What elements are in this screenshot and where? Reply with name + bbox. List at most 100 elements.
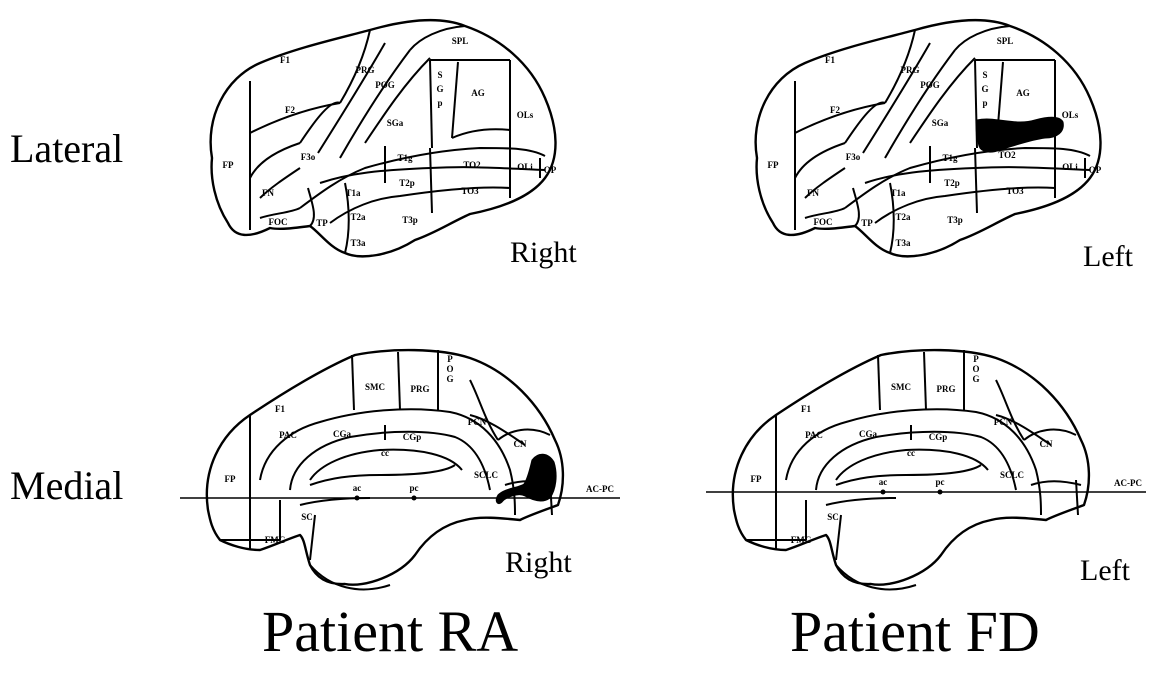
region-label: OP	[1089, 165, 1102, 175]
region-label: PRG	[356, 65, 375, 75]
region-label: p	[437, 98, 442, 108]
region-label: FN	[262, 188, 274, 198]
region-label: T3a	[895, 238, 911, 248]
region-label: FOC	[269, 217, 288, 227]
region-label: FP	[751, 474, 762, 484]
region-label: G	[446, 374, 453, 384]
region-label: ac	[879, 477, 888, 487]
region-label: TO3	[461, 186, 479, 196]
region-label: FP	[225, 474, 236, 484]
side-label-fd-medial: Left	[1080, 554, 1130, 588]
region-label: T2a	[895, 212, 911, 222]
region-label: TO2	[463, 160, 481, 170]
side-label-ra-lateral: Right	[510, 236, 577, 270]
region-label: FMC	[791, 535, 812, 545]
region-label: pc	[410, 483, 419, 493]
lateral-outline	[211, 20, 556, 256]
region-label: SGa	[387, 118, 404, 128]
region-label: F1	[825, 55, 835, 65]
region-label: G	[981, 84, 988, 94]
region-label: S	[982, 70, 987, 80]
region-label: PCN	[994, 417, 1013, 427]
region-label: AG	[471, 88, 485, 98]
region-label: T1g	[942, 153, 958, 163]
region-label: T1g	[397, 153, 413, 163]
region-label: FMC	[265, 535, 286, 545]
region-label: P	[973, 354, 979, 364]
region-label: F1	[275, 404, 285, 414]
region-label: TO3	[1006, 186, 1024, 196]
region-label: FN	[807, 188, 819, 198]
region-label: T1a	[890, 188, 906, 198]
ac-pc-label: AC-PC	[1114, 478, 1142, 488]
region-label: cc	[381, 448, 389, 458]
region-label: T1a	[345, 188, 361, 198]
region-label: AG	[1016, 88, 1030, 98]
region-label: SPL	[997, 36, 1014, 46]
row-label-lateral: Lateral	[10, 125, 123, 172]
region-label: FP	[223, 160, 234, 170]
region-label: PCN	[468, 417, 487, 427]
ac-pc-label: AC-PC	[586, 484, 614, 494]
region-label: F3o	[846, 152, 861, 162]
region-label: G	[972, 374, 979, 384]
region-label: PRG	[411, 384, 430, 394]
region-label: pc	[936, 477, 945, 487]
region-label: OLi	[517, 162, 533, 172]
region-label: TO2	[998, 150, 1016, 160]
region-label: p	[982, 98, 987, 108]
region-label: O	[446, 364, 453, 374]
region-label: SGa	[932, 118, 949, 128]
region-label: F2	[830, 105, 840, 115]
region-label: T3p	[402, 215, 418, 225]
region-label: SC	[301, 512, 313, 522]
region-label: T2a	[350, 212, 366, 222]
region-label: OLs	[517, 110, 534, 120]
region-label: PAC	[279, 430, 297, 440]
region-label: cc	[907, 448, 915, 458]
region-label: OP	[544, 165, 557, 175]
region-label: CN	[514, 439, 527, 449]
region-label: PRG	[937, 384, 956, 394]
region-label: TP	[861, 218, 873, 228]
region-label: G	[436, 84, 443, 94]
region-label: SC	[827, 512, 839, 522]
region-label: S	[437, 70, 442, 80]
side-label-fd-lateral: Left	[1083, 240, 1133, 274]
lateral-brain-right: F1 F2 F3o FN FOC FP PRG POG SGa SPL S G …	[200, 8, 570, 258]
region-label: FOC	[814, 217, 833, 227]
lesion-ra	[496, 454, 556, 503]
region-label: F2	[285, 105, 295, 115]
region-label: SCLC	[474, 470, 498, 480]
side-label-ra-medial: Right	[505, 546, 572, 580]
region-label: CGa	[859, 429, 878, 439]
region-label: PRG	[901, 65, 920, 75]
region-label: SMC	[365, 382, 385, 392]
lesion-fd	[976, 117, 1063, 152]
region-label: ac	[353, 483, 362, 493]
region-label: CGp	[403, 432, 422, 442]
region-label: F3o	[301, 152, 316, 162]
region-label: T2p	[944, 178, 960, 188]
region-label: T3a	[350, 238, 366, 248]
region-label: O	[972, 364, 979, 374]
region-label: F1	[280, 55, 290, 65]
region-label: POG	[375, 80, 395, 90]
region-label: CGp	[929, 432, 948, 442]
region-label: OLs	[1062, 110, 1079, 120]
region-label: TP	[316, 218, 328, 228]
region-label: SMC	[891, 382, 911, 392]
patient-title-fd: Patient FD	[790, 598, 1040, 665]
region-label: POG	[920, 80, 940, 90]
region-label: SCLC	[1000, 470, 1024, 480]
patient-title-ra: Patient RA	[262, 598, 518, 665]
region-label: P	[447, 354, 453, 364]
region-label: CGa	[333, 429, 352, 439]
region-label: PAC	[805, 430, 823, 440]
region-label: F1	[801, 404, 811, 414]
lateral-brain-left: F1 F2 F3o FN FOC FP PRG POG SGa SPL S G …	[745, 8, 1115, 258]
region-label: FP	[768, 160, 779, 170]
region-label: OLi	[1062, 162, 1078, 172]
region-label: T2p	[399, 178, 415, 188]
row-label-medial: Medial	[10, 462, 123, 509]
